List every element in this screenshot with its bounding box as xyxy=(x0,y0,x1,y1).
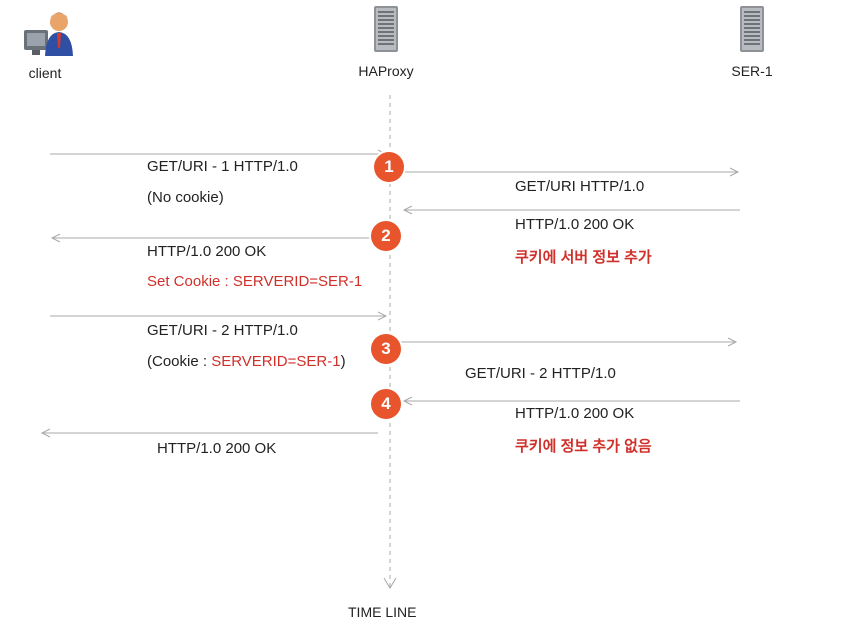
server-label: SER-1 xyxy=(731,63,773,79)
step-badge-4: 4 xyxy=(371,389,401,419)
server-icon xyxy=(374,6,398,52)
haproxy-label: HAProxy xyxy=(358,63,414,79)
server-actor: SER-1 xyxy=(712,4,792,79)
msg1-request: GET/URI - 1 HTTP/1.0 xyxy=(147,158,298,175)
msg4-server-response: HTTP/1.0 200 OK xyxy=(515,405,635,422)
msg2-server-response: HTTP/1.0 200 OK xyxy=(515,216,635,233)
user-computer-icon xyxy=(24,12,73,56)
haproxy-actor: HAProxy xyxy=(346,4,426,79)
msg1-forward: GET/URI HTTP/1.0 xyxy=(515,178,645,195)
msg3-forward: GET/URI - 2 HTTP/1.0 xyxy=(465,365,616,382)
msg2-set-cookie: Set Cookie : SERVERID=SER-1 xyxy=(147,273,363,290)
msg1-no-cookie: (No cookie) xyxy=(147,189,224,206)
client-actor: client xyxy=(5,8,85,81)
server-icon xyxy=(740,6,764,52)
msg4-client-response: HTTP/1.0 200 OK xyxy=(157,440,277,457)
step-badge-1: 1 xyxy=(374,152,404,182)
msg2-client-response: HTTP/1.0 200 OK xyxy=(147,243,267,260)
step-badge-2: 2 xyxy=(371,221,401,251)
msg3-cookie-prefix: (Cookie : xyxy=(147,353,212,370)
msg2-server-note: 쿠키에 서버 정보 추가 xyxy=(515,249,652,266)
msg3-cookie-value: SERVERID=SER-1 xyxy=(211,353,341,370)
timeline-arrowhead xyxy=(383,577,397,589)
msg3-request: GET/URI - 2 HTTP/1.0 xyxy=(147,322,298,339)
step-badge-3: 3 xyxy=(371,334,401,364)
timeline-label: TIME LINE xyxy=(348,604,417,620)
msg3-cookie-line: (Cookie : SERVERID=SER-1) xyxy=(147,353,346,370)
client-label: client xyxy=(28,65,62,81)
msg3-cookie-suffix: ) xyxy=(340,353,346,370)
msg4-server-note: 쿠키에 정보 추가 없음 xyxy=(515,438,652,455)
